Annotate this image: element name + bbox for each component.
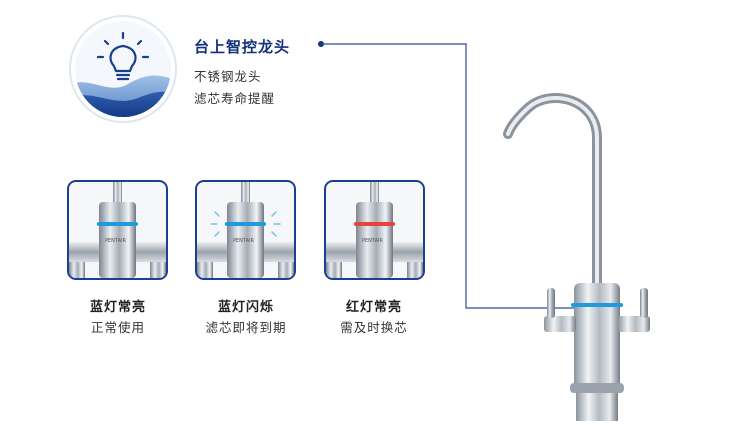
indicator-panel-blue-steady: PENTAIR (67, 180, 168, 280)
faucet-product-image (503, 93, 650, 421)
brand-mark: PENTAIR (105, 238, 126, 244)
indicator-desc-blue-steady: 正常使用 (90, 320, 145, 335)
indicator-desc-blue-flashing: 滤芯即将到期 (205, 320, 287, 335)
indicator-panel-blue-flashing: PENTAIR (195, 180, 296, 280)
feature-title: 台上智控龙头 (194, 38, 291, 56)
brand-mark: PENTAIR (362, 238, 383, 244)
feature-line-material: 不锈钢龙头 (194, 69, 262, 84)
indicator-title-blue-steady: 蓝灯常亮 (89, 300, 146, 315)
feature-line-reminder: 滤芯寿命提醒 (194, 91, 276, 106)
indicator-title-red-steady: 红灯常亮 (345, 300, 402, 315)
indicator-title-blue-flashing: 蓝灯闪烁 (217, 300, 274, 315)
indicator-panel-red-steady: PENTAIR (324, 180, 425, 280)
brand-mark: PENTAIR (233, 238, 254, 244)
indicator-desc-red-steady: 需及时换芯 (340, 320, 408, 335)
bulb-badge-icon (69, 15, 177, 123)
